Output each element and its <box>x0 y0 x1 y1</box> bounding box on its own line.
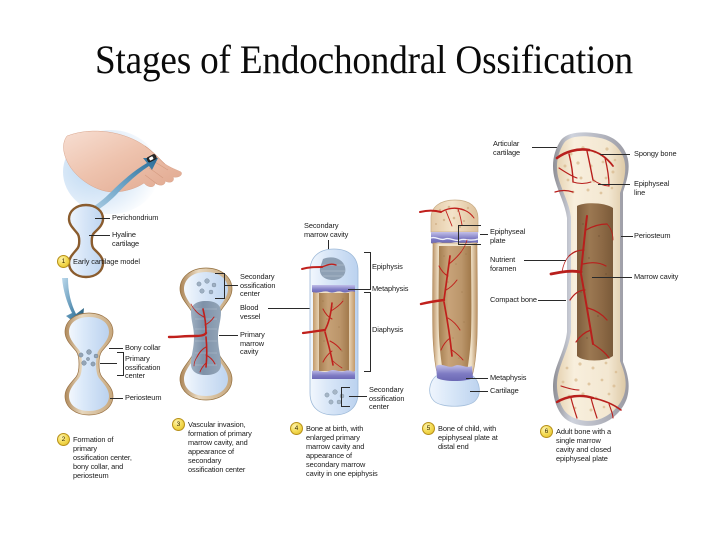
caption-4: Bone at birth, with enlarged primary mar… <box>306 424 378 478</box>
label-hyaline-cartilage: Hyaline cartilage <box>112 230 140 248</box>
leader-nutrient-foramen <box>524 260 566 261</box>
leader-articular-cartilage <box>532 147 557 148</box>
leader-epiphyseal-plate <box>480 234 488 235</box>
leader-secondary-ossification-center <box>224 285 238 286</box>
caption-5: Bone of child, with epiphyseal plate at … <box>438 424 498 451</box>
caption-1: Early cartilage model <box>73 257 140 266</box>
label-bony-collar: Bony collar <box>125 343 161 352</box>
label-secondary-ossification-center: Secondary ossification center <box>240 272 276 299</box>
bone-stage-6 <box>549 132 629 426</box>
leader-primary-marrow-cavity <box>219 335 238 336</box>
leader-periosteum <box>110 398 123 399</box>
label-epiphysis: Epiphysis <box>372 262 403 271</box>
panel-3-vascular-invasion: Secondary ossification center Blood vess… <box>167 265 345 515</box>
label-primary-ossification-center: Primary ossification center <box>125 354 161 381</box>
bracket-epiphyseal-plate <box>458 225 481 245</box>
label-periosteum-6: Periosteum <box>634 231 671 240</box>
label-metaphysis-5: Metaphysis <box>490 373 527 382</box>
leader-metaphysis <box>348 289 370 290</box>
leader-metaphysis-5 <box>466 378 488 379</box>
early-cartilage-model-shape <box>67 203 105 279</box>
step-badge-6: 6 <box>540 425 553 438</box>
bone-stage-2 <box>64 312 114 416</box>
leader-cartilage-5 <box>470 391 488 392</box>
label-epiphyseal-line: Epiphyseal line <box>634 179 670 197</box>
label-perichondrium: Perichondrium <box>112 213 159 222</box>
label-diaphysis: Diaphysis <box>372 325 404 334</box>
label-epiphyseal-plate: Epiphyseal plate <box>490 227 526 245</box>
leader-periosteum-6 <box>621 236 633 237</box>
leader-epiphyseal-line <box>598 184 630 185</box>
label-blood-vessel: Blood vessel <box>240 303 261 321</box>
panel-5-bone-of-child: Epiphyseal plate Nutrient foramen Compac… <box>419 190 566 480</box>
bracket-primary-ossification-center <box>117 352 124 376</box>
label-primary-marrow-cavity: Primary marrow cavity <box>240 330 265 357</box>
leader-blood-vessel <box>268 308 314 309</box>
step-badge-1: 1 <box>57 255 70 268</box>
step-badge-2: 2 <box>57 433 70 446</box>
leader-marrow-cavity <box>592 277 632 278</box>
fetal-hand-illustration <box>63 130 182 220</box>
label-nutrient-foramen: Nutrient foramen <box>490 255 517 273</box>
leader-spongy-bone <box>600 154 630 155</box>
bracket-secondary-ossification-center-4 <box>341 387 350 407</box>
label-spongy-bone: Spongy bone <box>634 149 677 158</box>
bracket-secondary-ossification-center <box>215 273 225 299</box>
caption-6: Adult bone with a single marrow cavity a… <box>556 427 612 463</box>
leader-perichondrium <box>95 218 110 219</box>
bone-stage-3 <box>167 267 233 401</box>
panel-4-bone-at-birth: Secondary marrow cavity <box>288 221 418 512</box>
caption-3: Vascular invasion, formation of primary … <box>188 420 252 474</box>
label-compact-bone: Compact bone <box>490 295 537 304</box>
bone-stage-5 <box>419 199 480 407</box>
panel-1-early-cartilage-model: Perichondrium Hyaline cartilage 1 Early … <box>55 130 225 290</box>
step-badge-4: 4 <box>290 422 303 435</box>
step-badge-5: 5 <box>422 422 435 435</box>
label-cartilage-5: Cartilage <box>490 386 519 395</box>
panel-2-primary-ossification: Bony collar Primary ossification center … <box>55 310 225 510</box>
page-title: Stages of Endochondral Ossification <box>95 37 633 82</box>
caption-2: Formation of primary ossification center… <box>73 435 132 480</box>
bone-stage-4 <box>301 248 359 416</box>
leader-primary-ossification-center <box>100 363 117 364</box>
label-articular-cartilage: Articular cartilage <box>493 139 521 157</box>
leader-compact-bone <box>538 300 566 301</box>
leader-hyaline-cartilage <box>89 235 110 236</box>
label-periosteum: Periosteum <box>125 393 162 402</box>
label-metaphysis: Metaphysis <box>372 284 409 293</box>
leader-secondary-ossification-center-4 <box>349 396 367 397</box>
step-badge-3: 3 <box>172 418 185 431</box>
label-marrow-cavity: Marrow cavity <box>634 272 679 281</box>
panel-6-adult-bone: Articular cartilage <box>488 132 728 472</box>
bracket-epiphysis <box>364 252 371 290</box>
bracket-diaphysis <box>364 292 371 372</box>
label-secondary-ossification-center-4: Secondary ossification center <box>369 385 405 412</box>
label-secondary-marrow-cavity: Secondary marrow cavity <box>304 221 349 239</box>
leader-bony-collar <box>109 348 123 349</box>
